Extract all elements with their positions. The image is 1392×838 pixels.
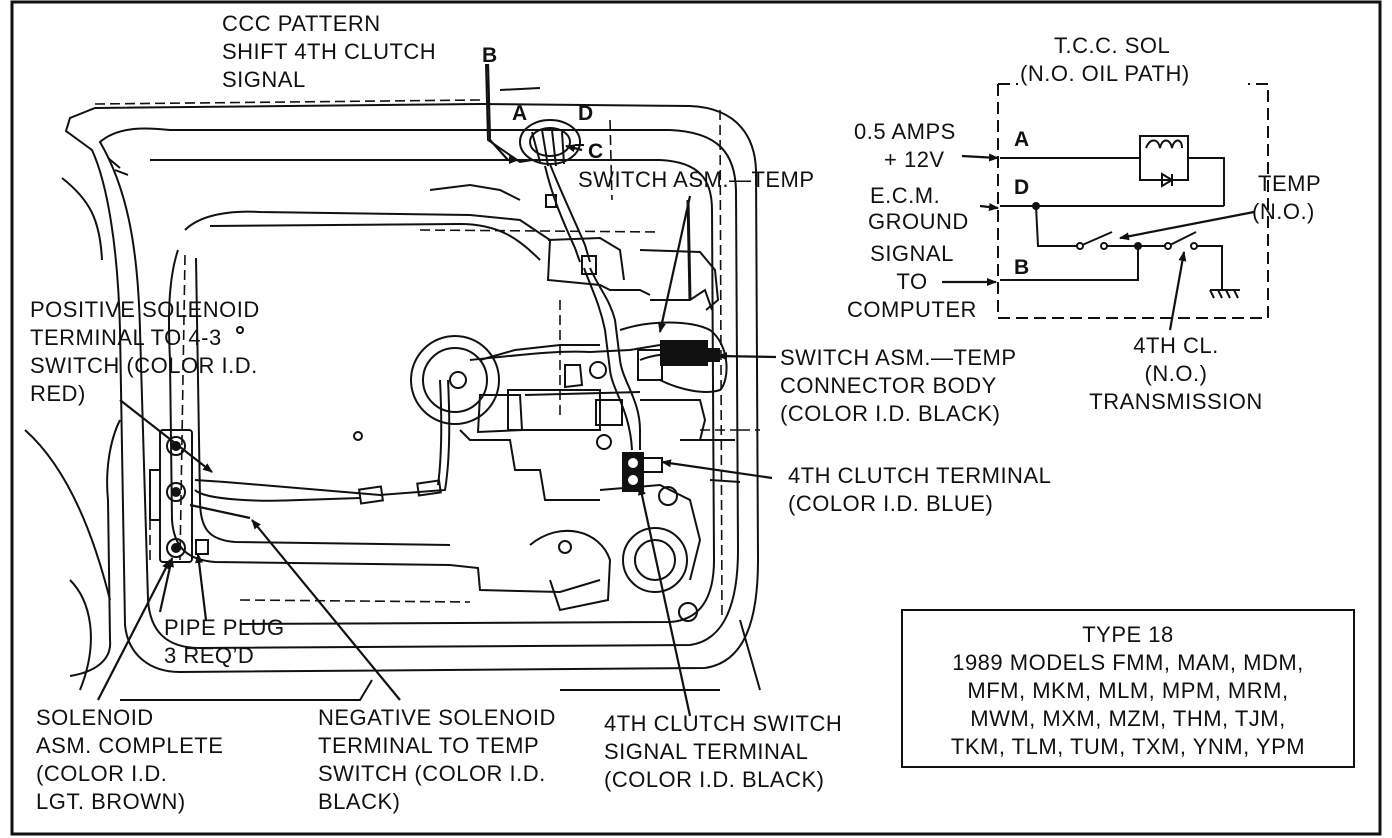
page-border: [10, 0, 1382, 836]
tcc-schematic: [997, 83, 1269, 319]
volts-label: + 12V: [884, 147, 945, 172]
temp-switch-body: [637, 199, 720, 381]
switch-temp-connector-label: SWITCH ASM.—TEMP CONNECTOR BODY (COLOR I…: [780, 345, 1017, 426]
pipe-plug-label: PIPE PLUG 3 REQ’D: [164, 615, 285, 668]
ecm-label: E.C.M.: [870, 183, 941, 208]
connector-pin-c-label: C: [588, 140, 604, 163]
type-models-line: MWM, MXM, MZM, THM, TJM,: [970, 706, 1286, 731]
transmission-case: [24, 102, 761, 701]
negative-solenoid-label: NEGATIVE SOLENOID TERMINAL TO TEMP SWITC…: [318, 705, 556, 814]
type-title: TYPE 18: [1082, 622, 1174, 647]
schematic-pin-a: A: [1014, 128, 1030, 151]
type-models-line: MFM, MKM, MLM, MPM, MRM,: [967, 678, 1289, 703]
temp-no-label: (N.O.): [1252, 199, 1315, 224]
positive-solenoid-label: POSITIVE SOLENOID TERMINAL TO 4-3 SWITCH…: [30, 297, 260, 406]
connector-pin-d-label: D: [578, 102, 594, 125]
switch-asm-temp-label: SWITCH ASM.—TEMP: [578, 167, 815, 192]
type-models-line: TKM, TLM, TUM, TXM, YNM, YPM: [950, 734, 1306, 759]
type-box: TYPE 18 1989 MODELS FMM, MAM, MDM, MFM, …: [901, 609, 1355, 768]
connector-pin-b-label: B: [482, 44, 498, 67]
fourth-cl-label: 4TH CL. (N.O.) TRANSMISSION: [1089, 333, 1263, 414]
solenoid-asm-label: SOLENOID ASM. COMPLETE (COLOR I.D. LGT. …: [36, 705, 224, 814]
schematic-pin-b: B: [1014, 256, 1030, 279]
hidden-lines: [94, 99, 760, 621]
connector-pin-a-label: A: [512, 102, 528, 125]
oil-path-label: (N.O. OIL PATH): [1020, 61, 1190, 86]
schematic-arrows: [942, 153, 1255, 331]
schematic-pin-d: D: [1014, 176, 1030, 199]
fourth-clutch-switch: [622, 452, 663, 492]
case-connector: [485, 63, 597, 275]
tcc-sol-label: T.C.C. SOL: [1054, 33, 1171, 58]
fourth-clutch-terminal-label: 4TH CLUTCH TERMINAL (COLOR I.D. BLUE): [788, 463, 1052, 516]
ccc-pattern-label: CCC PATTERN SHIFT 4TH CLUTCH SIGNAL: [222, 11, 437, 92]
amps-label: 0.5 AMPS: [854, 119, 956, 144]
valve-body: [167, 183, 741, 612]
ground-label: GROUND: [868, 209, 969, 234]
temp-label: TEMP: [1258, 171, 1322, 196]
wiring-harness: [194, 267, 728, 505]
leader-lines: [97, 63, 777, 717]
solenoid-assembly: [149, 429, 209, 563]
fourth-clutch-switch-label: 4TH CLUTCH SWITCH SIGNAL TERMINAL (COLOR…: [604, 711, 843, 792]
signal-to-computer-label: SIGNAL TO COMPUTER: [847, 241, 977, 322]
servo-bores: [236, 326, 698, 622]
type-models-line: 1989 MODELS FMM, MAM, MDM,: [952, 650, 1304, 675]
